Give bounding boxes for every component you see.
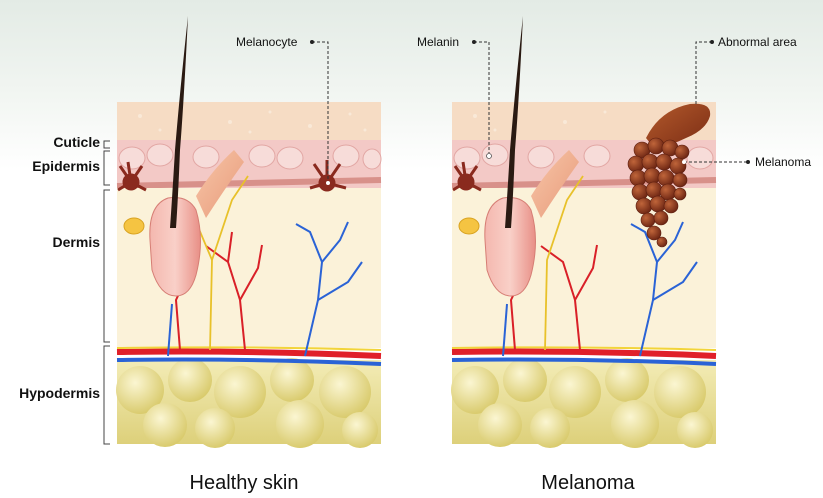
cuticle-label: Cuticle — [4, 134, 100, 150]
melanocyte-callout-label: Melanocyte — [236, 35, 297, 49]
sebaceous-gland-melanoma — [459, 218, 479, 234]
epidermis-bracket — [104, 151, 110, 185]
melanoma-caption: Melanoma — [458, 472, 718, 495]
melanoma-callout-label: Melanoma — [755, 155, 811, 169]
dermis-bracket — [104, 190, 110, 342]
hypodermis-bracket — [104, 346, 110, 444]
melanin-callout-label: Melanin — [417, 35, 459, 49]
cuticle-bracket — [104, 141, 110, 148]
layer-brackets — [104, 141, 110, 444]
healthy-skin-caption: Healthy skin — [114, 472, 374, 495]
artery-horizontal — [117, 352, 381, 357]
melanin-granule — [487, 154, 492, 159]
sebaceous-gland — [124, 218, 144, 234]
dermis-label: Dermis — [4, 234, 100, 250]
melanoma-panel — [451, 16, 750, 448]
hypodermis-label: Hypodermis — [4, 385, 100, 401]
cuticle-layer — [117, 102, 381, 140]
abnormal-area-callout-label: Abnormal area — [718, 35, 797, 49]
artery-horizontal-melanoma — [452, 352, 716, 357]
abnormal-area-callout-line — [696, 42, 712, 104]
healthy-skin-panel — [116, 16, 381, 448]
epidermis-label: Epidermis — [4, 158, 100, 174]
